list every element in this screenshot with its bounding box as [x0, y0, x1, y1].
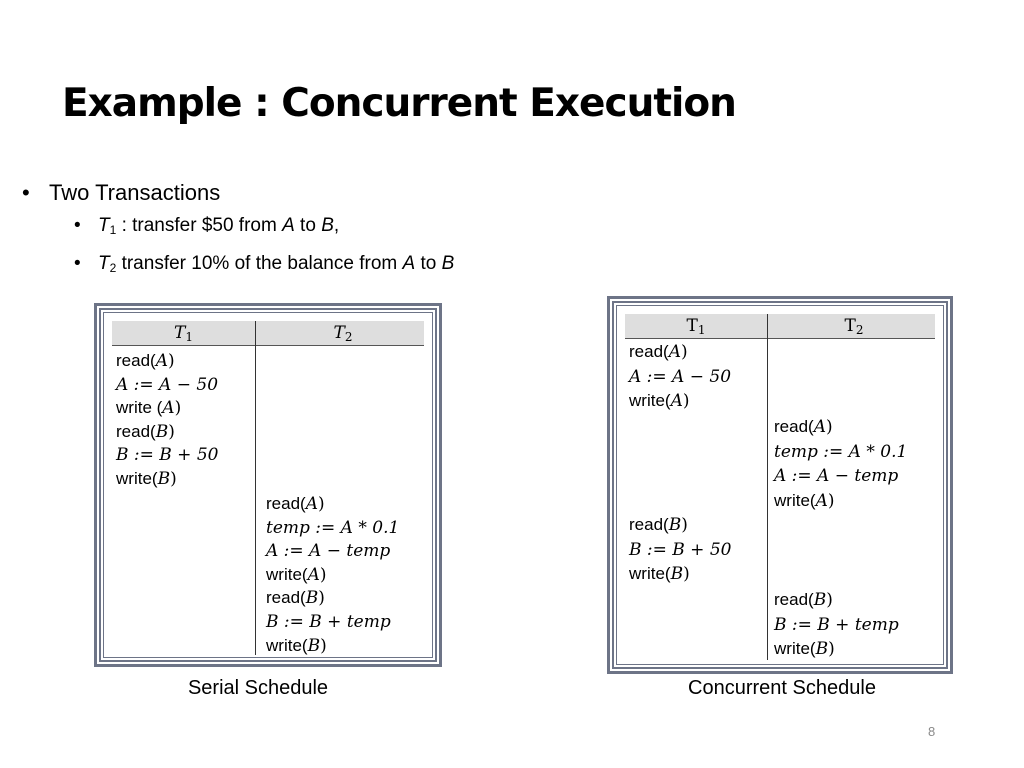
schedule-operation: A := A − 50 — [629, 366, 732, 387]
header-t1: T1 — [686, 316, 706, 337]
header-t1: T1 — [174, 323, 193, 344]
bullet-text: Two Transactions — [49, 180, 221, 205]
schedule-operation: read(B) — [774, 590, 833, 610]
header-t2: T2 — [844, 316, 864, 337]
bullet-dot-icon: • — [74, 215, 81, 236]
concurrent-schedule-caption: Concurrent Schedule — [688, 677, 876, 699]
schedule-operation: B := B + temp — [774, 614, 899, 635]
schedule-operation: read(B) — [266, 588, 325, 609]
schedule-operation: write(B) — [629, 564, 690, 584]
transaction-name: T — [98, 253, 110, 274]
schedule-operation: write(A) — [629, 391, 690, 411]
transaction-subscript: 2 — [109, 261, 117, 275]
schedule-operation: temp := A * 0.1 — [774, 441, 908, 462]
bullet-text: : transfer $50 from — [116, 215, 283, 236]
bullet-text: to — [294, 215, 322, 236]
schedule-operation: write(A) — [266, 564, 327, 585]
schedule-operation: read(A) — [266, 494, 325, 514]
schedule-operation: write(B) — [774, 639, 835, 659]
variable: A — [282, 215, 295, 236]
bullet-two-transactions: • Two Transactions — [22, 178, 454, 208]
schedule-operation: read(A) — [629, 342, 688, 362]
bullet-dot-icon: • — [22, 180, 30, 205]
schedule-operation: read(B) — [629, 515, 688, 535]
schedule-operation: temp := A * 0.1 — [266, 517, 400, 538]
schedule-operation: B := B + 50 — [629, 539, 732, 560]
schedule-operation: read(A) — [116, 351, 175, 371]
concurrent-schedule-table: T1 T2 read(A) A := A − 50 write(A) read(A)… — [616, 305, 944, 665]
variable: A — [402, 253, 416, 274]
transaction-name: T — [98, 215, 110, 236]
schedule-operation: B := B + temp — [266, 612, 391, 632]
schedule-operation: write(A) — [774, 490, 835, 511]
slide-title: Example : Concurrent Execution — [62, 81, 737, 126]
column-divider — [767, 314, 768, 660]
schedule-operation: A := A − temp — [774, 466, 899, 486]
bullet-list: • Two Transactions • T1 : transfer $50 f… — [22, 178, 454, 286]
bullet-t1: • T1 : transfer $50 from A to B, — [74, 208, 454, 248]
concurrent-schedule-header: T1 T2 — [625, 314, 935, 339]
transaction-subscript: 1 — [109, 223, 117, 237]
concurrent-schedule-frame: T1 T2 read(A) A := A − 50 write(A) read(A)… — [607, 296, 953, 674]
column-divider — [255, 321, 256, 655]
schedule-operation: read(A) — [774, 417, 833, 437]
schedule-operation: write (A) — [116, 398, 182, 419]
serial-schedule-header: T1 T2 — [112, 321, 424, 346]
concurrent-schedule-border: T1 T2 read(A) A := A − 50 write(A) read(A)… — [612, 301, 948, 669]
schedule-operation: write(B) — [266, 635, 327, 656]
bullet-text: transfer 10% of the balance from — [116, 253, 403, 274]
schedule-operation: A := A − temp — [266, 541, 391, 562]
header-t2: T2 — [333, 323, 353, 344]
variable: B — [321, 215, 334, 236]
schedule-operation: read(B) — [116, 421, 175, 442]
schedule-operation: A := A − 50 — [116, 374, 219, 395]
bullet-t2: • T2 transfer 10% of the balance from A … — [74, 246, 454, 286]
bullet-text: , — [333, 215, 340, 236]
bullet-dot-icon: • — [74, 253, 81, 274]
variable: B — [441, 253, 455, 274]
schedule-operation: write(B) — [116, 469, 177, 489]
bullet-text: to — [415, 253, 442, 274]
serial-schedule-caption: Serial Schedule — [187, 677, 329, 699]
schedule-operation: B := B + 50 — [116, 445, 219, 466]
page-number: 8 — [928, 724, 936, 739]
